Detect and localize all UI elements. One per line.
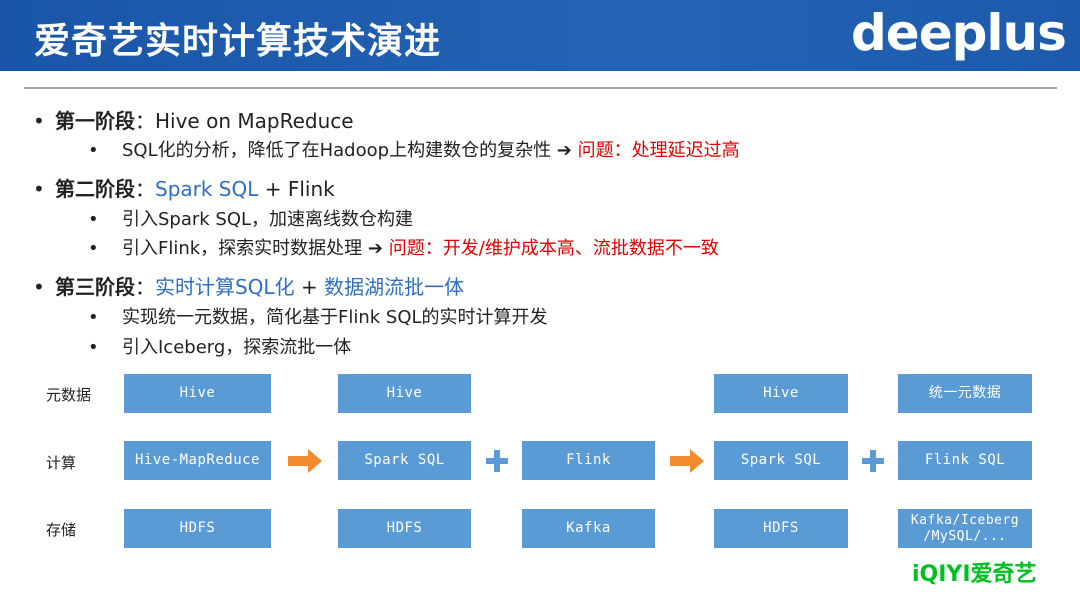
stage-2-item-2: •引入Flink，探索实时数据处理 ➔ 问题：开发/维护成本高、流批数据不一致 — [88, 238, 719, 259]
stage-2-label: 第二阶段 — [55, 177, 135, 201]
stage-1-item-1: •SQL化的分析，降低了在Hadoop上构建数仓的复杂性 ➔ 问题：处理延迟过高 — [88, 140, 740, 161]
metadata-box: Hive — [124, 374, 271, 413]
problem-text: 问题：开发/维护成本高、流批数据不一致 — [388, 238, 719, 259]
stage-1-heading: •第一阶段：Hive on MapReduce — [33, 109, 354, 133]
bullet-icon: • — [88, 209, 99, 230]
metadata-box: Hive — [714, 374, 848, 413]
row-label-compute: 计算 — [46, 454, 77, 472]
right-arrow-icon: ➔ — [367, 238, 384, 259]
stage-2-item-1: •引入Spark SQL，加速离线数仓构建 — [88, 209, 414, 230]
stage-3-item-2: •引入Iceberg，探索流批一体 — [88, 337, 352, 358]
bullet-icon: • — [33, 177, 45, 201]
storage-box: HDFS — [714, 509, 848, 548]
stage-3-item-1: •实现统一元数据，简化基于Flink SQL的实时计算开发 — [88, 307, 548, 328]
row-label-metadata: 元数据 — [46, 386, 92, 404]
divider — [24, 87, 1057, 89]
stage-1-text: Hive on MapReduce — [155, 109, 354, 133]
storage-box: HDFS — [338, 509, 471, 548]
plus-icon — [486, 450, 508, 472]
orange-arrow-icon — [670, 449, 704, 473]
stage-3-label: 第三阶段 — [55, 275, 135, 299]
bullet-icon: • — [88, 238, 99, 259]
stage-3-heading: •第三阶段：实时计算SQL化 + 数据湖流批一体 — [33, 275, 465, 299]
storage-box: HDFS — [124, 509, 271, 548]
compute-box: Flink SQL — [898, 441, 1032, 480]
header-bar: 爱奇艺实时计算技术演进 deeplus — [0, 0, 1080, 71]
stage-1-label: 第一阶段 — [55, 109, 135, 133]
problem-text: 问题：处理延迟过高 — [577, 140, 740, 161]
bullet-icon: • — [88, 307, 99, 328]
stage-3-highlight: 实时计算SQL化 — [155, 275, 295, 299]
metadata-box: Hive — [338, 374, 471, 413]
bullet-icon: • — [88, 140, 99, 161]
bullet-icon: • — [33, 275, 45, 299]
stage-2-heading: •第二阶段：Spark SQL + Flink — [33, 177, 335, 201]
deeplus-logo: deeplus — [851, 4, 1067, 62]
right-arrow-icon: ➔ — [556, 140, 572, 161]
iqiyi-logo: iQIYI爱奇艺 — [912, 562, 1037, 587]
bullet-icon: • — [33, 109, 45, 133]
compute-box: Spark SQL — [714, 441, 848, 480]
plus-icon — [862, 450, 884, 472]
slide-title: 爱奇艺实时计算技术演进 — [34, 21, 442, 62]
storage-box: Kafka — [522, 509, 655, 548]
storage-box: Kafka/Iceberg /MySQL/... — [898, 509, 1032, 548]
bullet-icon: • — [88, 337, 99, 358]
orange-arrow-icon — [288, 449, 322, 473]
compute-box: Spark SQL — [338, 441, 471, 480]
compute-box: Flink — [522, 441, 655, 480]
metadata-box: 统一元数据 — [898, 374, 1032, 413]
stage-3-highlight-2: 数据湖流批一体 — [324, 275, 465, 299]
stage-2-highlight: Spark SQL — [155, 177, 259, 201]
compute-box: Hive-MapReduce — [124, 441, 271, 480]
row-label-storage: 存储 — [46, 521, 77, 539]
